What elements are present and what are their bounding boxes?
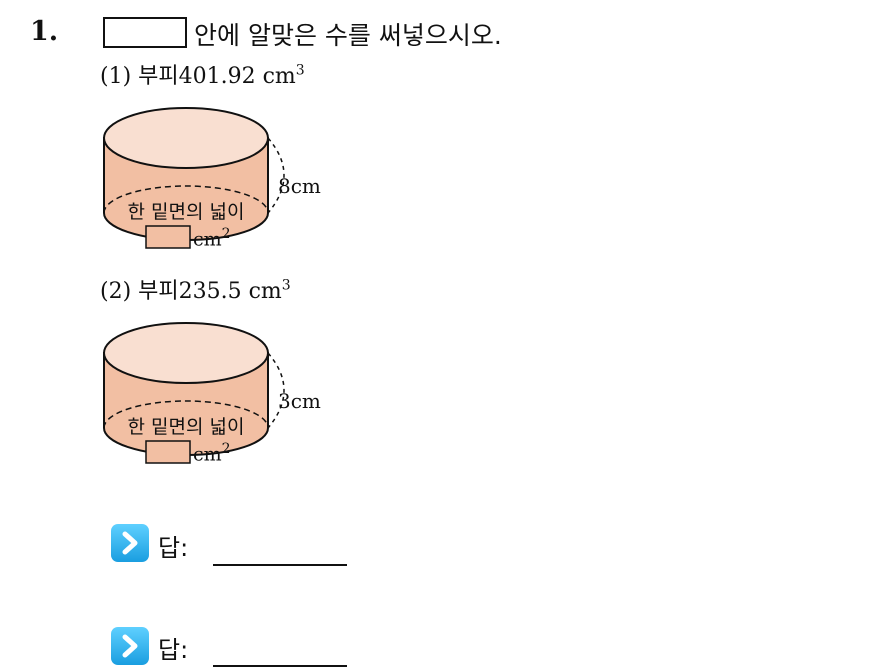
cylinder-1-base-label: 한 밑면의 넓이 xyxy=(127,201,245,223)
cylinder-2-base-label: 한 밑면의 넓이 xyxy=(127,416,245,438)
cylinder-1-unit-text: cm xyxy=(193,228,222,251)
cylinder-2-height-arc xyxy=(267,352,285,429)
chevron-right-icon xyxy=(111,627,149,665)
chevron-right-icon xyxy=(111,524,149,562)
cylinder-2-unit-text: cm xyxy=(193,443,222,466)
cylinder-1-area-blank[interactable] xyxy=(145,225,191,249)
subquestion-1-label: (1) 부피401.92 cm3 xyxy=(100,58,305,90)
answer-2-label: 답: xyxy=(158,636,189,664)
answer-blank-box[interactable] xyxy=(103,17,187,48)
cylinder-1-height-label: 8cm xyxy=(278,174,321,198)
question-instruction: 안에 알맞은 수를 써넣으시오. xyxy=(194,21,502,50)
cylinder-2-unit: cm2 xyxy=(193,441,231,465)
answer-1-line[interactable] xyxy=(213,564,347,566)
subquestion-2-label: (2) 부피235.5 cm3 xyxy=(100,273,291,305)
chevron-right-icon-glyph xyxy=(122,634,138,658)
cylinder-2-top xyxy=(103,322,269,384)
cylinder-2-height-label: 3cm xyxy=(278,389,321,413)
cylinder-2 xyxy=(103,322,285,464)
cylinder-2-unit-exp: 2 xyxy=(221,441,231,457)
cylinder-1-unit: cm2 xyxy=(193,226,231,250)
chevron-right-icon-glyph xyxy=(122,531,138,555)
subquestion-2-exponent: 3 xyxy=(281,277,291,294)
cylinder-1-hidden-base xyxy=(103,185,269,214)
subquestion-1-text: (1) 부피401.92 cm xyxy=(100,64,296,89)
answer-2-line[interactable] xyxy=(213,665,347,667)
cylinder-2-hidden-base xyxy=(103,400,269,429)
answer-1-label: 답: xyxy=(158,534,189,562)
subquestion-1-exponent: 3 xyxy=(295,62,305,79)
cylinder-1-height-arc xyxy=(267,137,285,214)
subquestion-2-text: (2) 부피235.5 cm xyxy=(100,279,282,304)
cylinder-1-unit-exp: 2 xyxy=(221,226,231,242)
cylinder-2-area-blank[interactable] xyxy=(145,440,191,464)
cylinder-1 xyxy=(103,107,285,249)
cylinder-1-top xyxy=(103,107,269,169)
question-number: 1. xyxy=(30,16,59,47)
